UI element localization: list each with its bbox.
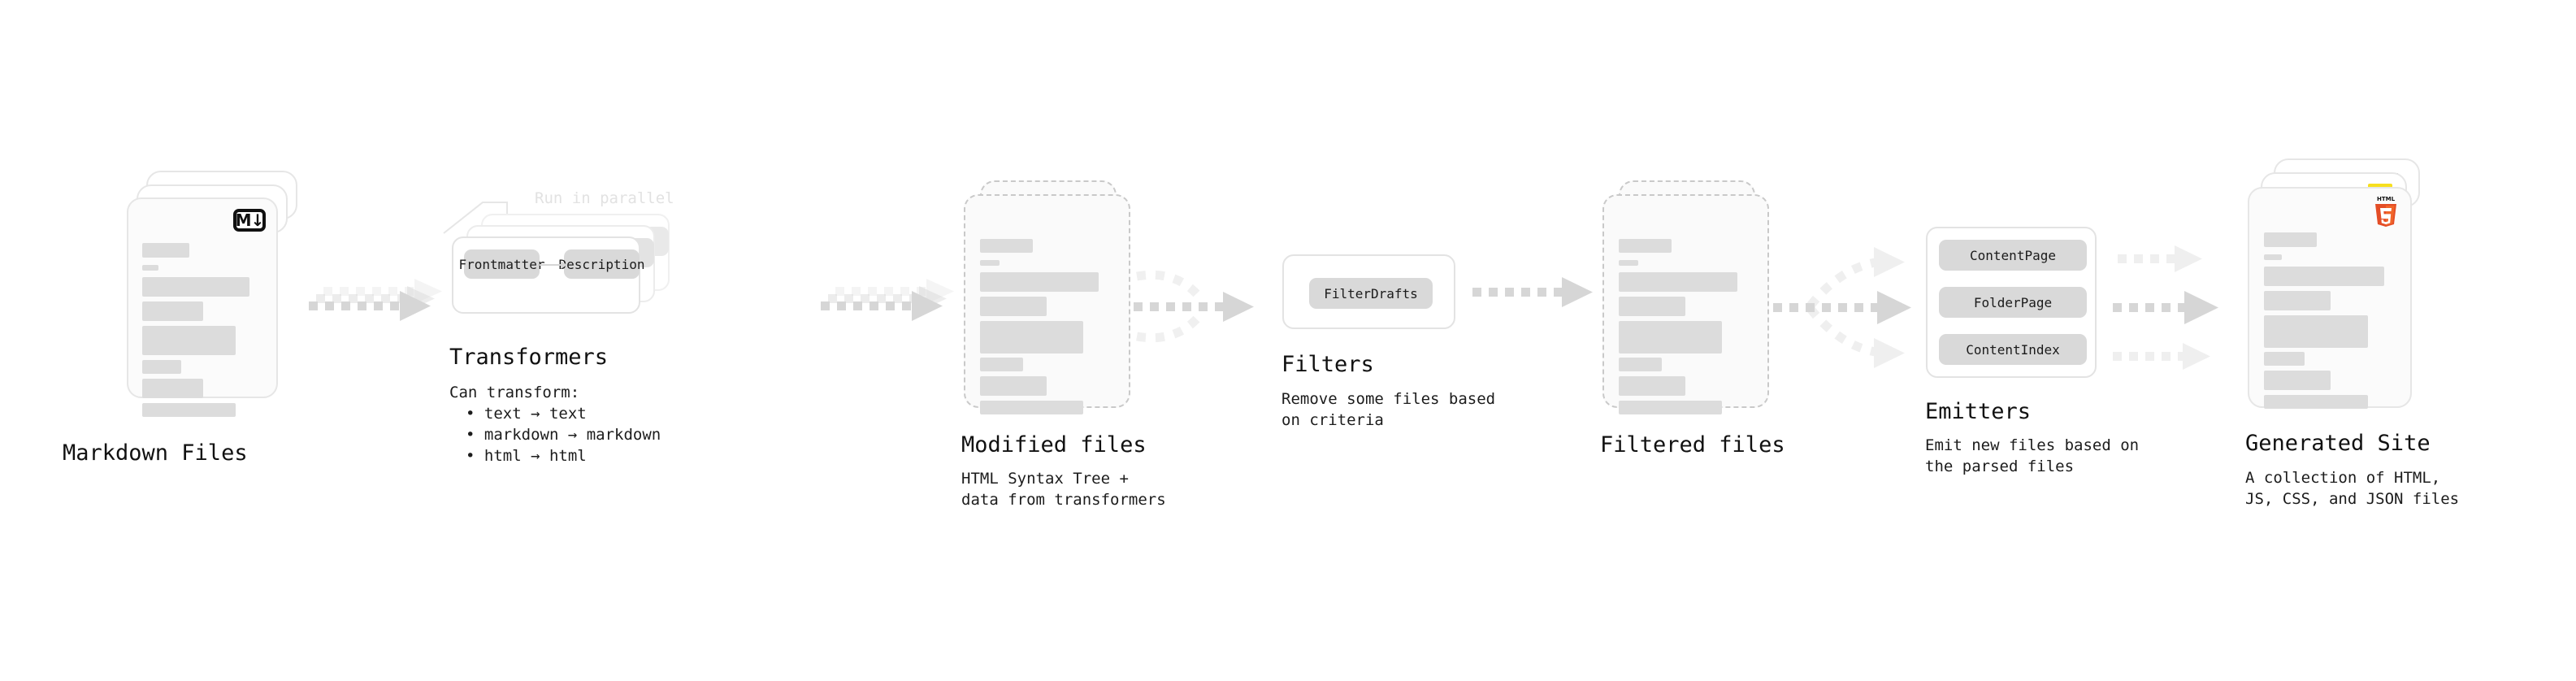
- doc-bar: [1619, 358, 1662, 371]
- stage-title-markdown-files: Markdown Files: [63, 440, 248, 466]
- transformers-bullet-0: • text → text: [466, 405, 587, 423]
- stage-title-filters: Filters: [1281, 352, 1374, 377]
- doc-bar: [1619, 401, 1722, 414]
- doc-bar: [2264, 267, 2384, 286]
- doc-bar: [1619, 376, 1685, 396]
- doc-bar: [2264, 371, 2331, 390]
- markdown-badge: M↓: [233, 209, 266, 232]
- doc-bar: [1619, 272, 1737, 292]
- arrow-transformers-to-modified: [821, 279, 954, 321]
- stage-title-transformers: Transformers: [449, 345, 609, 370]
- transformers-bullet-2: • html → html: [466, 447, 587, 465]
- doc-bar: [980, 260, 1000, 266]
- doc-bar: [2264, 232, 2317, 247]
- modified-card-stack: [964, 180, 1134, 432]
- stage-generated-site: CSS HTML: [2245, 158, 2459, 508]
- doc-bar: [142, 265, 158, 271]
- doc-bar: [2264, 291, 2331, 310]
- doc-bar: [980, 239, 1033, 253]
- doc-bar: [142, 326, 236, 355]
- transformers-bullet-1: • markdown → markdown: [466, 426, 661, 444]
- doc-bar: [980, 401, 1083, 414]
- transformer-node-frontmatter[interactable]: Frontmatter: [459, 249, 544, 279]
- transformer-node-description[interactable]: Description: [559, 249, 644, 279]
- doc-bar: [1619, 321, 1722, 354]
- doc-bar: [142, 403, 236, 417]
- filtered-card-stack: [1602, 180, 1773, 432]
- site-card-front: HTML: [2248, 187, 2412, 409]
- markdown-card-stack: M↓: [127, 171, 297, 423]
- doc-bar: [1619, 297, 1685, 316]
- doc-bar: [980, 358, 1023, 371]
- stage-subtitle-transformers: Can transform:: [449, 384, 580, 401]
- doc-bar: [980, 297, 1047, 316]
- doc-bar: [2264, 315, 2368, 348]
- arrow-filtered-to-emitters: [1773, 247, 1911, 368]
- stage-filtered-files: Filtered files: [1600, 180, 1785, 458]
- emitter-node-contentindex[interactable]: ContentIndex: [1939, 334, 2087, 365]
- stage-markdown-files: M↓ Markdown Files: [63, 171, 297, 466]
- doc-bar: [1619, 239, 1672, 253]
- stage-title-modified-files: Modified files: [961, 432, 1147, 458]
- arrow-markdown-to-transformers: [309, 279, 442, 321]
- doc-bar: [142, 379, 203, 398]
- doc-bar: [142, 243, 189, 258]
- doc-bar: [980, 321, 1083, 354]
- doc-bar: [2264, 254, 2282, 260]
- filters-panel: FilterDrafts: [1282, 254, 1455, 329]
- emitter-node-contentpage[interactable]: ContentPage: [1939, 240, 2087, 271]
- run-in-parallel-label: Run in parallel: [535, 189, 674, 207]
- stage-title-generated-site: Generated Site: [2245, 431, 2431, 456]
- markdown-card-front: M↓: [127, 197, 278, 417]
- stage-subtitle-emitters: Emit new files based on the parsed files: [1925, 436, 2140, 475]
- transformer-panel-front: Frontmatter Description: [452, 236, 644, 314]
- stage-title-emitters: Emitters: [1925, 399, 2032, 424]
- site-card-stack: CSS HTML: [2248, 158, 2435, 419]
- doc-bar: [980, 376, 1047, 396]
- svg-text:HTML: HTML: [2377, 196, 2396, 202]
- stage-subtitle-filters: Remove some files based on criteria: [1281, 390, 1496, 429]
- doc-bar: [1619, 260, 1638, 266]
- doc-bar: [142, 301, 203, 321]
- emitters-panel: ContentPage FolderPage ContentIndex: [1926, 227, 2097, 378]
- doc-bar: [142, 277, 249, 297]
- doc-bar: [2264, 352, 2305, 366]
- doc-bar: [980, 272, 1099, 292]
- stage-subtitle-generated-site: A collection of HTML, JS, CSS, and JSON …: [2245, 469, 2460, 508]
- stage-modified-files: Modified files HTML Syntax Tree + data f…: [961, 180, 1166, 509]
- arrow-modified-to-filters: [1134, 270, 1254, 343]
- arrow-emitters-to-site: [2113, 245, 2218, 370]
- transformer-inner-arrow: [540, 261, 567, 269]
- html5-icon: HTML: [2375, 196, 2396, 227]
- filtered-card-front: [1602, 194, 1769, 414]
- doc-bar: [2264, 395, 2368, 409]
- doc-bar: [142, 360, 181, 374]
- stage-title-filtered-files: Filtered files: [1600, 432, 1785, 458]
- modified-card-front: [964, 194, 1130, 414]
- filter-node-filterdrafts[interactable]: FilterDrafts: [1309, 278, 1433, 309]
- stage-subtitle-modified-files: HTML Syntax Tree + data from transformer…: [961, 470, 1166, 509]
- emitter-node-folderpage[interactable]: FolderPage: [1939, 287, 2087, 318]
- arrow-filters-to-filtered: [1472, 277, 1593, 307]
